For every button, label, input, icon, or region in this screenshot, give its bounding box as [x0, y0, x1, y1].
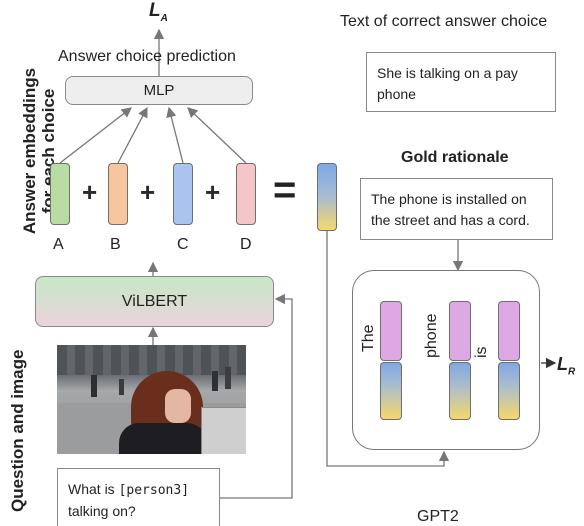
- building-facade: [57, 345, 246, 375]
- question-image-label: Question and image: [8, 349, 27, 512]
- choice-d-embedding: [236, 163, 256, 225]
- choice-a-embedding: [50, 163, 70, 225]
- rationale-box: The phone is installed on the street and…: [360, 178, 553, 240]
- answer-embeddings-label: Answer embeddings for each choice: [1, 44, 58, 258]
- choice-c-to-mlp-arrow: [166, 106, 184, 164]
- question-box: What is [person3] talking on?: [57, 468, 220, 526]
- pay-phone: [201, 407, 246, 454]
- token-word-phone: phone: [423, 313, 440, 359]
- loss-r-label: LR: [557, 354, 575, 378]
- scene-image: [57, 345, 246, 454]
- pedestrian-figure: [212, 371, 218, 391]
- question-text: What is [person3] talking on?: [68, 481, 190, 519]
- loss-a-subscript: A: [160, 12, 168, 24]
- answer-choice-prediction-label: Answer choice prediction: [58, 48, 236, 65]
- loss-r-base: L: [557, 354, 568, 374]
- vilbert-label: ViLBERT: [121, 293, 188, 310]
- vilbert-box: ViLBERT: [35, 276, 274, 327]
- token-the-bottom: [380, 362, 402, 420]
- combined-embedding: [317, 163, 337, 231]
- token-phone-bottom: [449, 362, 471, 420]
- choice-b-to-mlp-arrow: [117, 106, 148, 164]
- pedestrian-figure: [119, 379, 124, 395]
- loss-a-base: L: [149, 0, 161, 21]
- pedestrian-figure: [225, 367, 231, 389]
- plus-sign-1: +: [82, 177, 98, 207]
- choice-label-a: A: [53, 236, 64, 253]
- correct-answer-box: She is talking on a pay phone: [366, 52, 556, 112]
- mlp-box: MLP: [65, 76, 253, 105]
- gold-rationale-title: Gold rationale: [401, 149, 509, 166]
- token-word-is: is: [473, 346, 490, 358]
- woman-body: [119, 423, 207, 454]
- token-word-the: The: [360, 324, 377, 352]
- choice-a-to-mlp-arrow: [59, 107, 133, 164]
- correct-answer-text: She is talking on a pay phone: [377, 65, 518, 102]
- choice-c-embedding: [173, 163, 193, 225]
- question-to-vilbert-connector: [220, 293, 293, 499]
- equals-sign: =: [273, 168, 297, 212]
- choice-b-embedding: [108, 163, 128, 225]
- embedding-to-gpt2-connector: [326, 231, 450, 467]
- plus-sign-2: +: [140, 177, 156, 207]
- token-is-top: [498, 301, 520, 361]
- gpt2-label: GPT2: [417, 508, 459, 525]
- person-tag: [person3]: [118, 483, 190, 498]
- mlp-label: MLP: [143, 82, 175, 99]
- pedestrian-figure: [91, 375, 97, 397]
- choice-d-to-mlp-arrow: [187, 107, 247, 164]
- woman-face: [165, 389, 191, 423]
- choice-label-d: D: [240, 236, 252, 253]
- token-is-bottom: [498, 362, 520, 420]
- loss-a-label: LA: [149, 0, 168, 24]
- loss-r-subscript: R: [568, 366, 576, 378]
- token-phone-top: [449, 301, 471, 361]
- correct-answer-title: Text of correct answer choice: [340, 13, 548, 30]
- token-the-top: [380, 301, 402, 361]
- choice-label-c: C: [177, 236, 189, 253]
- choice-label-b: B: [110, 236, 121, 253]
- rationale-text: The phone is installed on the street and…: [371, 191, 530, 228]
- plus-sign-3: +: [205, 177, 221, 207]
